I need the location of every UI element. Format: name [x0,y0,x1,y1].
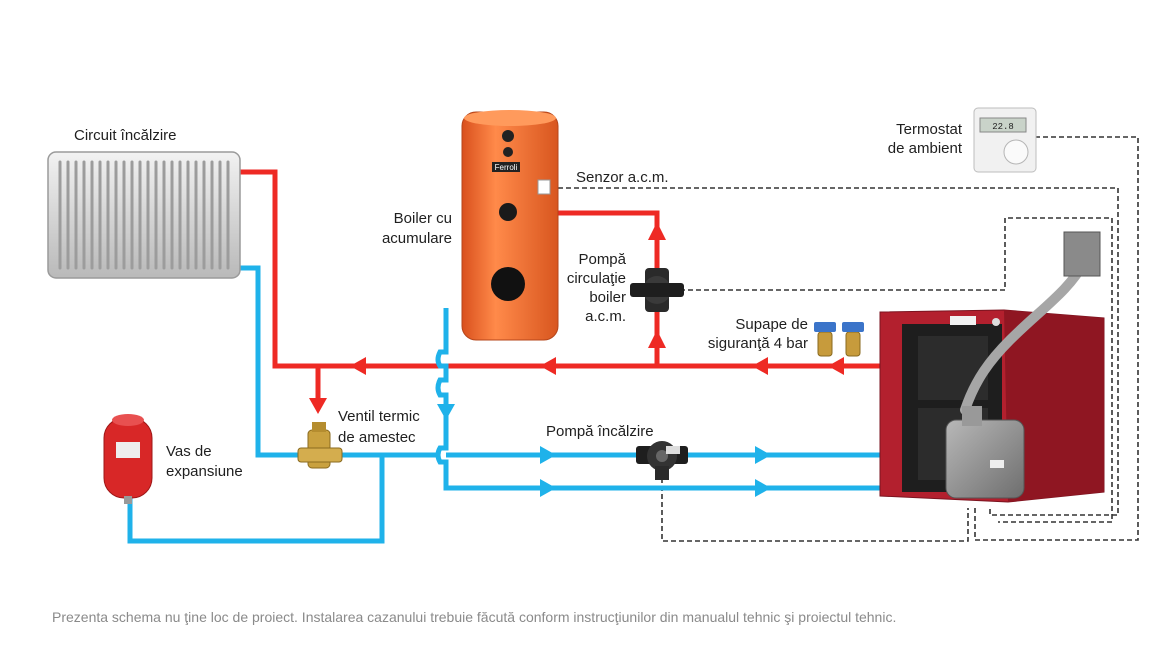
label-mixing-valve: Ventil termic [338,408,420,425]
label-dhw-pump-2: circulaţie [567,270,626,287]
arrow-down [437,404,455,420]
arrow-left [350,357,366,375]
label-safety-valves: Supape de [735,316,808,333]
radiator [47,151,241,279]
radiator-return-pipe [238,265,440,458]
label-expansion-vessel: Vas de [166,443,212,460]
arrow-right [755,479,771,497]
mixing-valve [297,422,343,469]
tank-return-pipe [435,308,880,491]
label-thermostat: Termostat [896,121,963,138]
label-dhw-pump-4: a.c.m. [585,308,626,325]
label-dhw-pump-3: boiler [589,289,626,306]
label-dhw-pump-1: Pompă [578,251,626,268]
main-boiler [879,231,1105,503]
heating-pump-line [661,478,969,542]
arrow-right [540,446,556,464]
thermostat-display: 22.8 [992,122,1014,132]
dhw-circulation-pump [630,268,684,312]
expansion-vessel [103,414,153,504]
label-dhw-sensor: Senzor a.c.m. [576,169,669,186]
cold-flow-arrows [437,404,771,497]
tank-supply-pipe [555,210,660,366]
label-boiler-2: acumulare [382,230,452,247]
radiator-supply-pipe [238,169,880,369]
hot-pipes [238,169,880,408]
arrow-left [540,357,556,375]
arrow-left [828,357,844,375]
dhw-pump-line [672,217,1113,523]
label-thermostat-2: de ambient [888,140,963,157]
label-expansion-vessel-2: expansiune [166,463,243,480]
storage-boiler: Ferroli [461,110,559,341]
labels: Circuit încălzire Termostat de ambient S… [74,121,963,480]
arrow-up [648,222,666,240]
hot-flow-arrows [309,222,844,414]
safety-valves [814,322,864,357]
thermostat-line-1 [974,136,1139,541]
disclaimer-note: Prezenta schema nu ţine loc de proiect. … [52,609,897,625]
label-heating-circuit: Circuit încălzire [74,127,177,144]
arrow-up [648,330,666,348]
tank-brand: Ferroli [495,163,518,172]
dhw-sensor-line [558,187,1119,516]
arrow-right [755,446,771,464]
signal-lines [558,136,1139,542]
heating-pump [636,441,688,480]
expansion-pipe [127,455,385,544]
arrow-right [540,479,556,497]
label-safety-valves-2: siguranţă 4 bar [708,335,808,352]
room-thermostat: 22.8 [973,107,1037,173]
radiator-fins [58,160,230,270]
label-boiler: Boiler cu [394,210,452,227]
arrow-down [309,398,327,414]
arrow-left [752,357,768,375]
label-heating-pump: Pompă încălzire [546,423,654,440]
label-mixing-valve-2: de amestec [338,429,416,446]
